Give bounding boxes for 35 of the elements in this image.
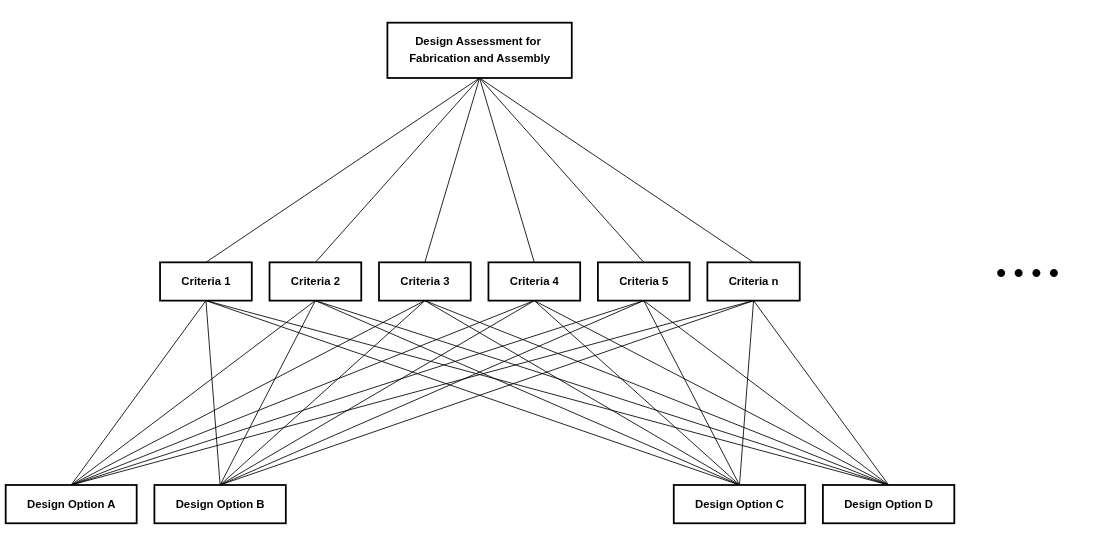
node-box: Design Option C bbox=[672, 483, 807, 524]
connector bbox=[533, 299, 740, 485]
connector bbox=[70, 299, 316, 485]
connector bbox=[643, 299, 740, 485]
node-box: Criteria 5 bbox=[597, 260, 691, 302]
connector bbox=[479, 77, 535, 263]
connector bbox=[70, 299, 754, 485]
node-box: Criteria 2 bbox=[268, 260, 363, 302]
connector bbox=[205, 299, 221, 485]
node-box: Criteria 3 bbox=[378, 260, 472, 302]
connector bbox=[219, 299, 426, 485]
connector bbox=[424, 299, 890, 485]
node-box: Criteria 1 bbox=[159, 260, 253, 302]
connector bbox=[479, 77, 754, 263]
node-box: Design Option A bbox=[4, 483, 138, 524]
node-box: Design Option D bbox=[822, 483, 956, 524]
connector bbox=[70, 299, 535, 485]
node-box: Design Option B bbox=[153, 483, 287, 524]
connector bbox=[70, 299, 426, 485]
connector bbox=[314, 77, 480, 263]
connector bbox=[424, 299, 740, 485]
connector bbox=[205, 299, 890, 485]
node-box: Criteria n bbox=[706, 260, 801, 302]
connector bbox=[479, 77, 645, 263]
ellipsis-text: • • • • bbox=[996, 256, 1059, 289]
node-box: Design Assessment for Fabrication and Assembly bbox=[386, 21, 573, 79]
node-box: Criteria 4 bbox=[487, 260, 582, 302]
connector bbox=[70, 299, 207, 485]
connector bbox=[424, 77, 480, 263]
connector bbox=[753, 299, 890, 485]
connector bbox=[219, 299, 535, 485]
connector bbox=[219, 299, 316, 485]
connector bbox=[533, 299, 890, 485]
connector bbox=[739, 299, 754, 485]
connector bbox=[643, 299, 890, 485]
